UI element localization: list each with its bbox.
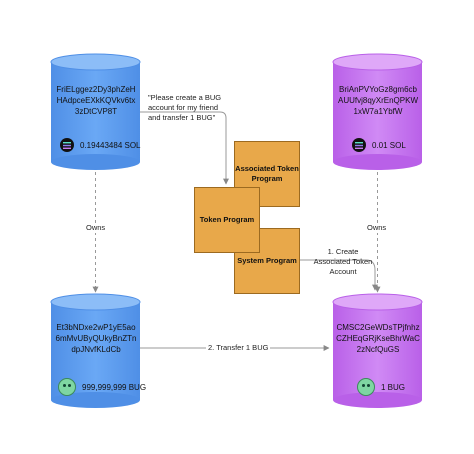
solana-icon — [352, 138, 366, 152]
receiver-wallet-cylinder — [332, 53, 423, 170]
owns-left-label: Owns — [86, 223, 106, 233]
receiver-token-account-cylinder — [332, 293, 423, 408]
transfer-label: 2. Transfer 1 BUG — [206, 343, 271, 353]
sender-token-account-balance: 999,999,999 BUG — [58, 378, 146, 396]
create-ata-connector — [298, 259, 378, 291]
sender-token-account-address: Et3bNDxe2wP1yE5ao 6mMvUByQUkyBnZTn dpJNv… — [55, 323, 137, 354]
receiver-wallet-address: BriAnPVYoGz8gm6cb AUUfvj8qyXrEnQPKW 1xW7… — [337, 85, 419, 116]
sender-wallet-balance: 0.19443484 SOL — [60, 138, 141, 152]
associated-token-program-box: Associated Token Program — [234, 141, 300, 207]
request-connector — [140, 111, 229, 185]
sender-wallet-address: FriELggez2Dy3phZeH HAdpceEXkKQVkv6tx 3zD… — [56, 85, 136, 116]
bug-token-icon — [58, 378, 76, 396]
receiver-token-account-balance: 1 BUG — [357, 378, 405, 396]
receiver-token-account-address: CMSC2GeWDsTPjfnhz CZHEqGRjKseBhrWaC 2zNc… — [336, 323, 420, 354]
bug-token-icon — [357, 378, 375, 396]
create-ata-label: 1. Create Associated Token Account — [313, 247, 373, 276]
solana-icon — [60, 138, 74, 152]
owns-right-label: Owns — [367, 223, 387, 233]
token-program-box: Token Program — [194, 187, 260, 253]
request-label: "Please create a BUG account for my frie… — [148, 93, 222, 122]
receiver-wallet-balance: 0.01 SOL — [352, 138, 406, 152]
